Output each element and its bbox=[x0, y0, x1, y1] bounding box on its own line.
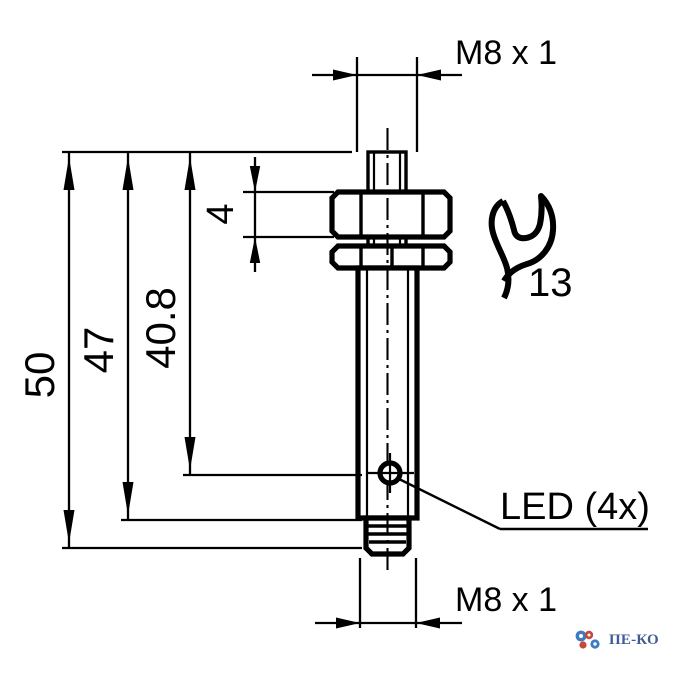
dim-47-label: 47 bbox=[75, 327, 122, 374]
upper-nut-outline bbox=[329, 189, 453, 240]
dim-408-label: 40.8 bbox=[137, 287, 184, 369]
dim-50-arrow-top bbox=[63, 157, 75, 190]
led-leader-line bbox=[396, 476, 501, 531]
top-thread-label: M8 x 1 bbox=[455, 34, 557, 72]
wrench-glyph-path bbox=[488, 193, 557, 300]
top-dim-arrow-right bbox=[417, 69, 441, 81]
dim-4-arrow-bottom bbox=[249, 237, 261, 263]
length-dimensions: 50 47 40.8 4 bbox=[16, 150, 362, 550]
upper-hex-nut bbox=[329, 189, 453, 240]
watermark-text: ПЕ-КО bbox=[609, 631, 659, 648]
led-label: LED (4x) bbox=[500, 486, 650, 528]
lower-hex-nut bbox=[329, 243, 453, 271]
led-crosshair-icon bbox=[366, 453, 414, 493]
top-dim-arrow-left bbox=[333, 69, 357, 81]
led-callout: LED (4x) bbox=[396, 476, 650, 531]
bottom-thread-dimension: M8 x 1 bbox=[315, 558, 557, 629]
dim-4-label: 4 bbox=[200, 203, 242, 224]
wrench-size-label: 13 bbox=[528, 261, 573, 305]
dim-47-arrow-top bbox=[122, 157, 134, 190]
dim-4-arrow-top bbox=[249, 166, 261, 192]
dim-50-label: 50 bbox=[16, 352, 63, 399]
wrench-icon: 13 bbox=[488, 193, 573, 305]
dim-50-arrow-bottom bbox=[63, 510, 75, 543]
top-thread-dimension: M8 x 1 bbox=[312, 34, 557, 152]
gear-logo-icon bbox=[575, 630, 600, 649]
bottom-dim-arrow-left bbox=[336, 617, 360, 629]
bottom-thread-label: M8 x 1 bbox=[455, 581, 557, 619]
dim-47-arrow-bottom bbox=[122, 482, 134, 515]
bottom-dim-arrow-right bbox=[416, 617, 440, 629]
dim-408-arrow-bottom bbox=[184, 437, 196, 470]
watermark: ПЕ-КО bbox=[572, 628, 659, 652]
sensor-body bbox=[329, 128, 453, 575]
dim-408-arrow-top bbox=[184, 157, 196, 190]
